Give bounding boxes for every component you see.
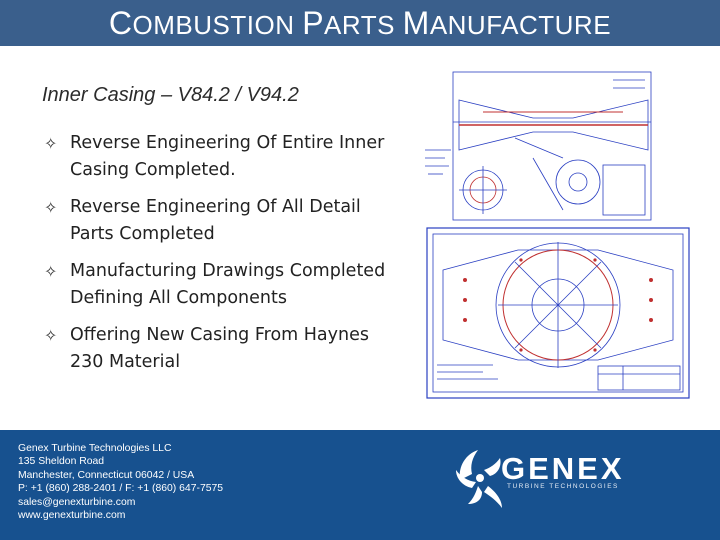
company-name: Genex Turbine Technologies LLC xyxy=(18,443,172,454)
footer-bar: Genex Turbine Technologies LLC 135 Sheld… xyxy=(0,430,720,540)
bullet-text: Manufacturing Drawings Completed Definin… xyxy=(70,261,386,308)
bullet-text: Reverse Engineering Of All Detail Parts … xyxy=(70,197,361,244)
title-word: ARTS xyxy=(324,10,403,40)
website-link[interactable]: www.genexturbine.com xyxy=(18,510,126,522)
four-point-star-icon: ✧ xyxy=(44,326,58,345)
bottom-drawing-sheet xyxy=(426,227,690,399)
bullet-text: Offering New Casing From Haynes 230 Mate… xyxy=(70,325,369,372)
bullet-item: ✧ Offering New Casing From Haynes 230 Ma… xyxy=(44,322,404,376)
engineering-drawing-image xyxy=(425,71,690,399)
bullet-list: ✧ Reverse Engineering Of Entire Inner Ca… xyxy=(44,130,404,386)
bullet-item: ✧ Reverse Engineering Of Entire Inner Ca… xyxy=(44,130,404,184)
slide-subtitle: Inner Casing – V84.2 / V94.2 xyxy=(42,84,299,106)
slide-title: COMBUSTION PARTS MANUFACTURE xyxy=(0,5,720,42)
company-contact: Genex Turbine Technologies LLC 135 Sheld… xyxy=(18,442,223,522)
logo-tagline: TURBINE TECHNOLOGIES xyxy=(507,483,619,490)
four-point-star-icon: ✧ xyxy=(44,134,58,153)
street-address: 135 Sheldon Road xyxy=(18,456,105,468)
email-link[interactable]: sales@genexturbine.com xyxy=(18,496,136,508)
title-word: ANUFACTURE xyxy=(429,10,612,40)
logo-wordmark: GENEX xyxy=(501,451,625,486)
city-address: Manchester, Connecticut 06042 / USA xyxy=(18,469,195,481)
bullet-item: ✧ Manufacturing Drawings Completed Defin… xyxy=(44,258,404,312)
phone-fax: P: +1 (860) 288-2401 / F: +1 (860) 647-7… xyxy=(18,483,224,495)
four-point-star-icon: ✧ xyxy=(44,262,58,281)
bullet-item: ✧ Reverse Engineering Of All Detail Part… xyxy=(44,194,404,248)
bullet-text: Reverse Engineering Of Entire Inner Casi… xyxy=(70,133,385,180)
title-letter: P xyxy=(302,5,325,41)
title-bar xyxy=(0,0,720,46)
title-letter: C xyxy=(108,5,133,41)
genex-logo-icon xyxy=(456,450,502,508)
top-drawing-sheet xyxy=(425,71,652,221)
four-point-star-icon: ✧ xyxy=(44,198,58,217)
title-letter: M xyxy=(402,5,430,41)
title-word: OMBUSTION xyxy=(132,10,303,40)
